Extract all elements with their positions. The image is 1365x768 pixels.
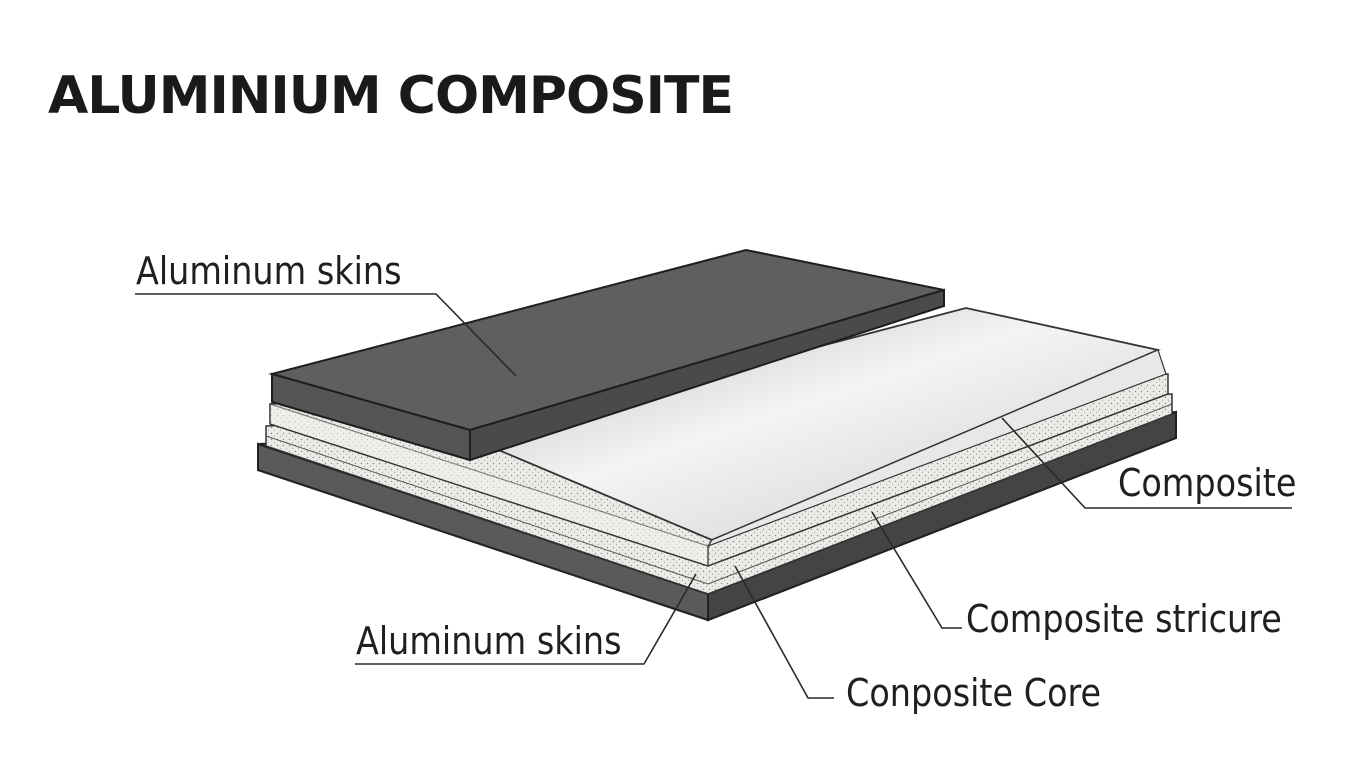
label-composite-structure: Composite stricure bbox=[966, 597, 1282, 641]
label-composite: Composite bbox=[1118, 461, 1297, 505]
label-top-aluminum-skins: Aluminum skins bbox=[136, 249, 402, 293]
leader-bottom-skin bbox=[355, 573, 697, 665]
leader-composite-core bbox=[734, 565, 834, 699]
leader-composite-structure bbox=[871, 511, 962, 629]
label-bottom-aluminum-skins: Aluminum skins bbox=[356, 619, 622, 663]
top-skin-layer bbox=[268, 248, 945, 462]
leader-composite bbox=[1001, 417, 1292, 509]
leader-top-skin bbox=[135, 293, 517, 377]
leader-lines bbox=[135, 293, 1292, 699]
label-composite-core: Conposite Core bbox=[846, 671, 1102, 715]
page-title: ALUMINIUM COMPOSITE bbox=[48, 66, 734, 126]
